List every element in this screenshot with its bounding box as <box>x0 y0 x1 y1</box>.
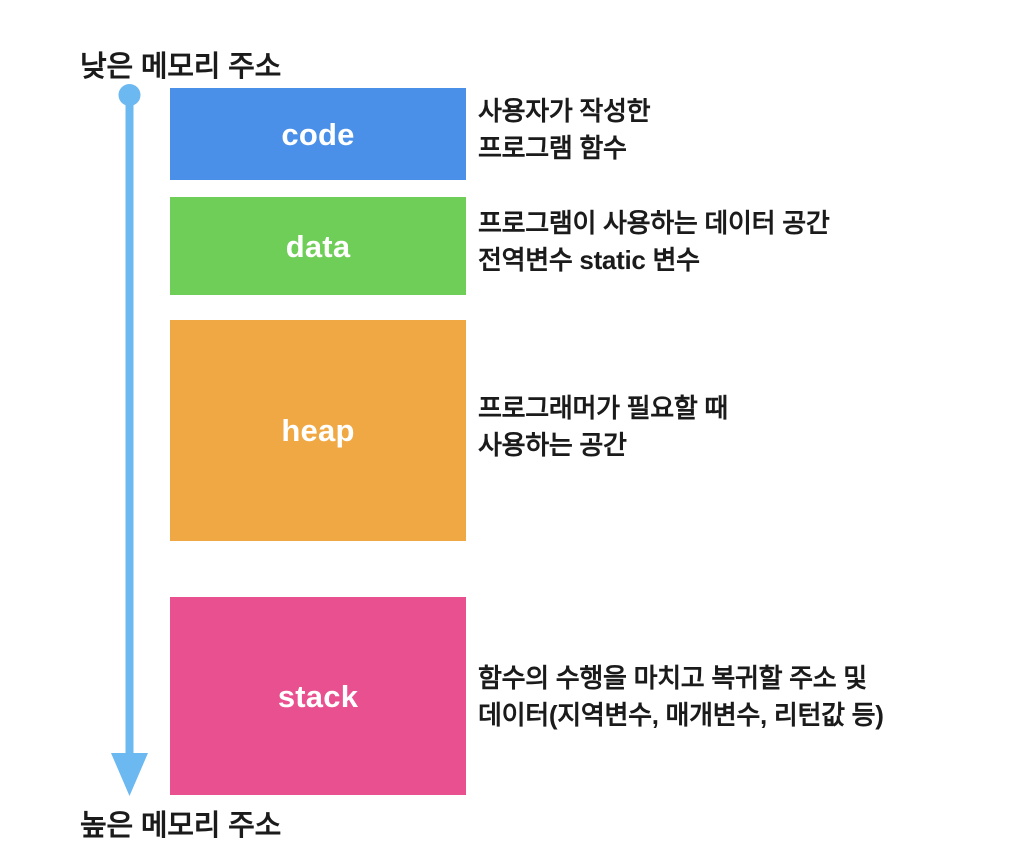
segment-box-heap: heap <box>170 320 466 541</box>
segment-label-heap: heap <box>281 413 355 448</box>
segment-description-data: 프로그램이 사용하는 데이터 공간 전역변수 static 변수 <box>478 208 830 275</box>
segment-box-data: data <box>170 197 466 295</box>
segment-label-code: code <box>281 116 355 152</box>
segment-box-stack: stack <box>170 597 466 795</box>
arrow-icon <box>111 84 148 796</box>
segment-description-heap: 프로그래머가 필요할 때 사용하는 공간 <box>478 393 729 460</box>
segment-description-stack: 함수의 수행을 마치고 복귀할 주소 및 데이터(지역변수, 매개변수, 리턴값… <box>478 663 884 730</box>
memory-address-arrow <box>106 84 154 800</box>
segment-label-stack: stack <box>277 678 359 714</box>
segment-label-data: data <box>285 228 351 264</box>
segment-description-code: 사용자가 작성한 프로그램 함수 <box>478 96 651 163</box>
segment-box-code: code <box>170 88 466 180</box>
low-memory-address-label: 낮은 메모리 주소 <box>80 51 282 83</box>
high-memory-address-label: 높은 메모리 주소 <box>80 810 282 842</box>
